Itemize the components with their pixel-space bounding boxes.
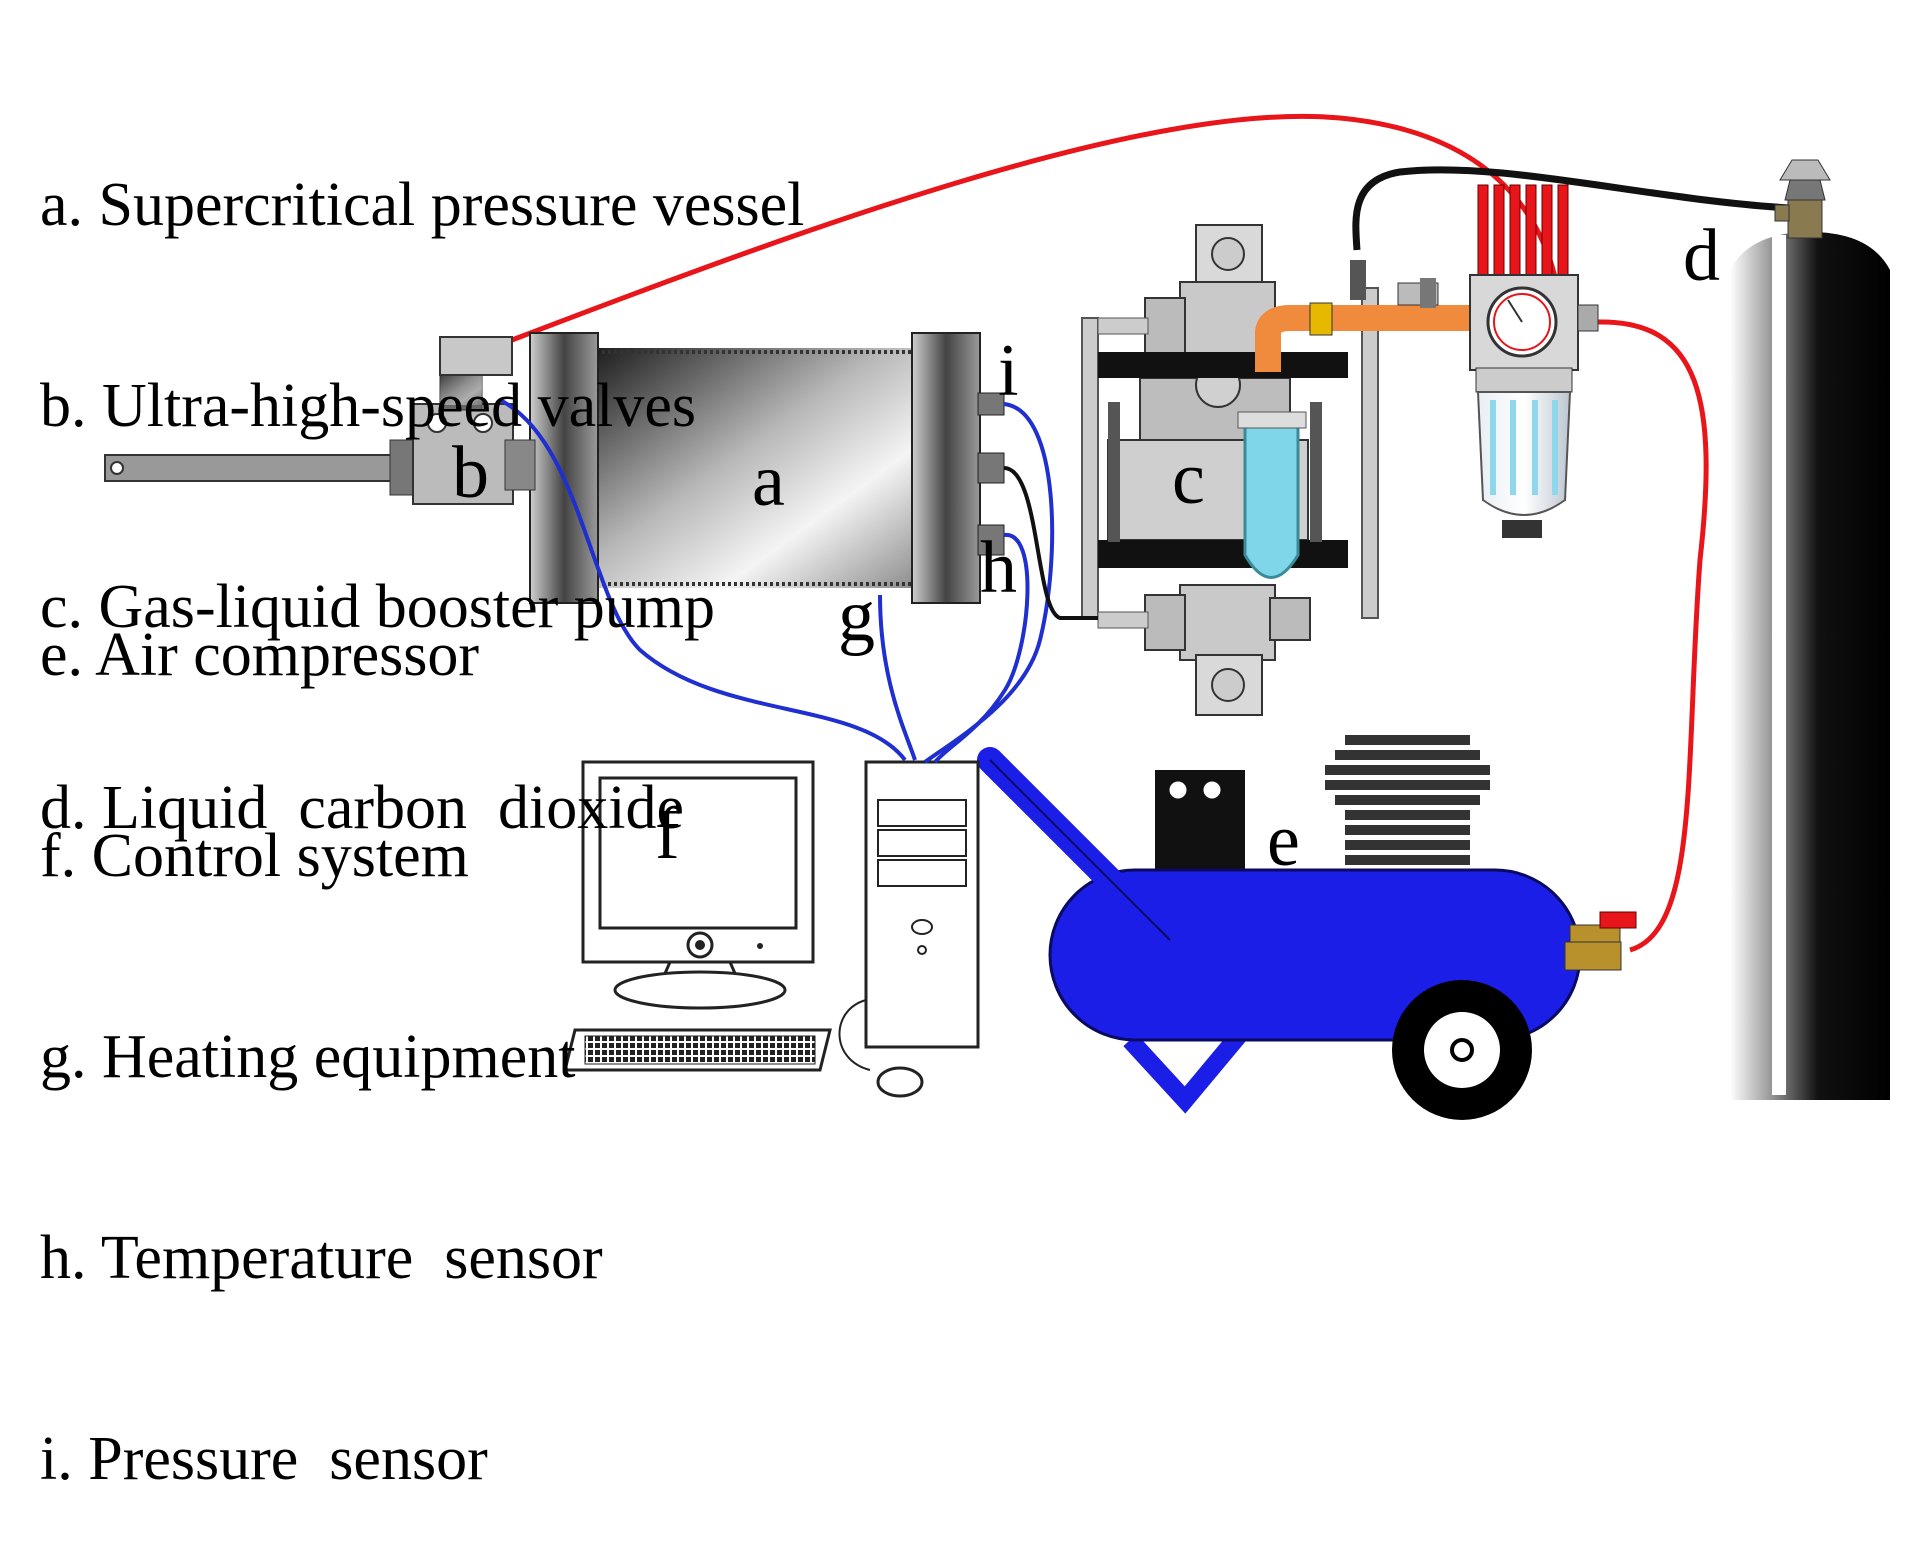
legend-item-c: c. Gas-liquid booster pump [40, 573, 716, 641]
legend-bottom: e. Air compressor f. Control system g. H… [40, 488, 603, 1560]
legend-item-g: g. Heating equipment [40, 1023, 576, 1091]
tag-i: i [998, 330, 1019, 412]
pressure-vessel [529, 332, 1005, 604]
gas-line-right [1597, 319, 1709, 953]
legend-item-e: e. Air compressor [40, 621, 480, 689]
legend-item-b: b. Ultra-high-speed valves [40, 372, 696, 440]
control-computer [563, 760, 980, 1098]
tag-f: f [655, 793, 680, 875]
legend-item-d: d. Liquid carbon dioxide [40, 774, 684, 842]
booster-pump [1081, 224, 1480, 716]
air-compressor [977, 735, 1637, 1120]
tag-h: h [980, 527, 1017, 609]
signal-wire-valve [499, 398, 907, 762]
signal-wire-pressure [923, 402, 1055, 764]
legend-item-a: a. Supercritical pressure vessel [40, 171, 805, 239]
experimental-setup-diagram: a b c d e f g h i [104, 113, 1890, 1120]
co2-line [1352, 166, 1791, 251]
legend-item-i: i. Pressure sensor [40, 1425, 488, 1493]
signal-wire-heater [878, 594, 917, 761]
filter-regulator [1469, 184, 1599, 538]
tag-d: d [1683, 215, 1720, 297]
tag-c: c [1172, 438, 1205, 520]
schematic-canvas: a b c d e f g h i [104, 113, 1890, 1120]
vessel-pump-line [1003, 466, 1098, 620]
compressor-head [1325, 735, 1490, 865]
co2-cylinder [1730, 159, 1890, 1100]
high-speed-valve [104, 336, 536, 505]
legend-item-h: h. Temperature sensor [40, 1224, 603, 1292]
pump-reservoir [1243, 418, 1300, 579]
legend-top: a. Supercritical pressure vessel b. Ultr… [40, 38, 804, 909]
tag-e: e [1267, 800, 1300, 882]
regulator-fins [1477, 184, 1569, 276]
signal-wire-temp [933, 532, 1030, 764]
booster-pipe [1255, 305, 1480, 372]
tag-b: b [452, 432, 489, 514]
tag-a: a [752, 440, 785, 522]
tag-g: g [838, 575, 875, 657]
legend-item-f: f. Control system [40, 822, 469, 890]
